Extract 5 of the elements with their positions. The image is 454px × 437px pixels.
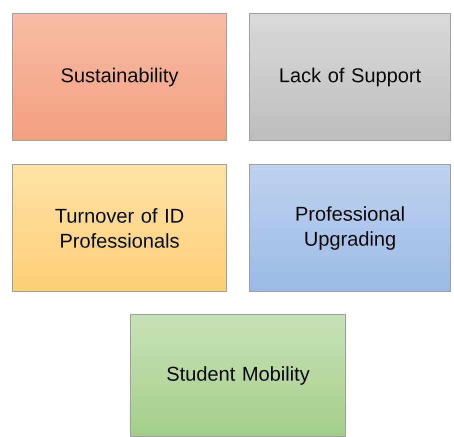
text-box: Professional Upgrading [249, 164, 451, 292]
text-box: Lack of Support [249, 13, 451, 141]
text-box: Turnover of ID Professionals [12, 164, 227, 292]
text-box: Student Mobility [130, 314, 346, 437]
text-box: Sustainability [12, 13, 227, 141]
